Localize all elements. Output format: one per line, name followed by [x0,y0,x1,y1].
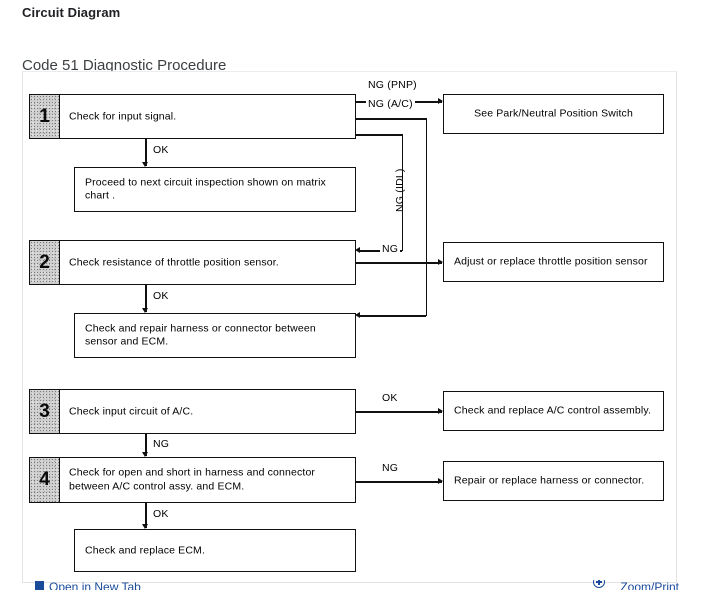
right-box-ac-control-text: Check and replace A/C control assembly. [454,404,652,417]
diagram-viewer-panel[interactable]: 1 Check for input signal. NG (PNP) See P… [22,71,677,583]
open-new-tab-link[interactable]: Open in New Tab [49,580,141,590]
step-2-box: 2 Check resistance of throttle position … [29,240,356,285]
zoom-in-icon[interactable] [593,580,605,588]
edge-label-ng-3: NG [151,438,172,450]
edge-ok-2-v [145,285,147,312]
edge-ng-ac-h2 [360,315,426,317]
result-box-proceed-text: Proceed to next circuit inspection shown… [85,176,326,202]
new-tab-icon[interactable] [35,581,44,590]
right-box-adjust-tps: Adjust or replace throttle position sens… [443,242,664,282]
edge-label-ok-2: OK [151,290,171,302]
result-box-repair-harness-text: Check and repair harness or connector be… [85,322,316,348]
step-4-text: Check for open and short in harness and … [69,466,316,493]
step-4-badge: 4 [30,458,60,502]
result-box-replace-ecm-text: Check and replace ECM. [85,544,206,556]
action-bar: Open in New Tab Zoom/Print [0,580,701,590]
edge-label-ok-4: OK [151,508,171,520]
edge-ng-idl-h1 [356,134,403,136]
right-box-ac-control: Check and replace A/C control assembly. [443,391,664,431]
result-box-repair-harness: Check and repair harness or connector be… [74,313,356,358]
section-title: Code 51 Diagnostic Procedure [22,57,227,74]
edge-ok-4-arrow [142,524,148,529]
edge-ng-3-v [145,434,147,456]
result-box-replace-ecm: Check and replace ECM. [74,529,356,572]
edge-ng-ac-v [425,118,427,316]
edge-ng-3-arrow [142,452,148,457]
right-box-repair-connector-text: Repair or replace harness or connector. [454,474,645,487]
right-box-park-neutral-text: See Park/Neutral Position Switch [474,107,633,120]
edge-ng-4-arrow [438,477,443,484]
step-2-text: Check resistance of throttle position se… [69,256,279,268]
edge-label-ng-4: NG [380,462,401,474]
edge-ng-2-arrow [438,258,443,265]
edge-ok-1-v [145,139,147,166]
edge-label-ng-idl: NG (IDL) [394,168,406,212]
right-box-park-neutral: See Park/Neutral Position Switch [443,94,664,134]
edge-ng-4-h [356,481,442,483]
edge-ok-3-arrow [438,407,443,414]
edge-ng-idl-v [401,134,403,251]
edge-label-ng-2: NG [380,243,401,255]
page-title: Circuit Diagram [22,5,121,20]
step-4-box: 4 Check for open and short in harness an… [29,457,356,503]
edge-label-ng-pnp: NG (PNP) [366,79,419,91]
step-1-box: 1 Check for input signal. [29,94,356,139]
edge-ng-pnp-arrow [438,97,443,104]
flowchart-canvas: 1 Check for input signal. NG (PNP) See P… [23,72,676,582]
edge-label-ok-3: OK [380,392,400,404]
zoom-print-link[interactable]: Zoom/Print [620,580,679,590]
edge-ng-2-h [356,262,442,264]
edge-ng-ac-h1 [356,118,427,120]
edge-label-ok-1: OK [151,144,171,156]
edge-ng-ac-arrow [355,312,360,318]
edge-ok-4-v [145,503,147,528]
edge-ok-1-arrow [142,162,148,167]
step-3-badge: 3 [30,390,60,433]
right-box-adjust-tps-text: Adjust or replace throttle position sens… [454,255,648,268]
result-box-proceed: Proceed to next circuit inspection shown… [74,167,356,212]
step-1-badge: 1 [30,95,60,138]
edge-ok-2-arrow [142,308,148,313]
step-1-text: Check for input signal. [69,110,177,122]
edge-label-ng-ac: NG (A/C) [366,98,415,110]
edge-ng-idl-arrow [355,247,360,253]
step-3-box: 3 Check input circuit of A/C. [29,389,356,434]
step-2-badge: 2 [30,241,60,284]
right-box-repair-connector: Repair or replace harness or connector. [443,461,664,501]
edge-ok-3-h [356,411,442,413]
step-3-text: Check input circuit of A/C. [69,405,194,417]
